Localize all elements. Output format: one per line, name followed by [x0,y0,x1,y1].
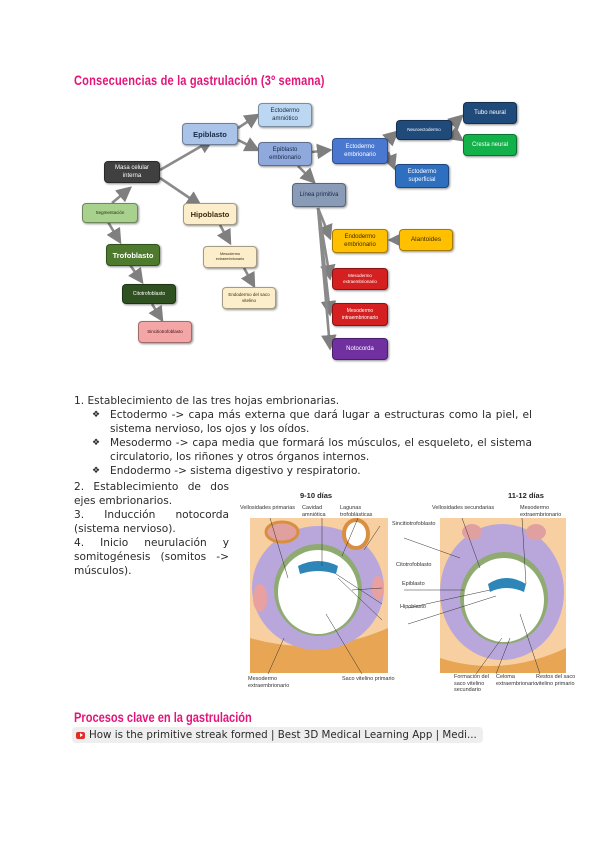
node-alantoides: Alantoides [399,229,453,251]
diamond-bullet-icon: ❖ [92,438,101,448]
label-day-9-10: 9-10 días [300,491,333,500]
label-saco-vitelino-primario: Saco vitelino primario [342,676,395,682]
arrow [159,138,215,172]
youtube-icon [76,731,85,739]
arrow [297,165,316,184]
node-ectodermo-amniotico: Ectodermo amniótico [258,103,312,127]
node-tubo-neural: Tubo neural [463,102,517,124]
bullet-endodermo: ❖Endodermo -> sistema digestivo y respir… [92,465,361,477]
label-day-11-12: 11-12 días [508,491,544,500]
node-ectodermo-superficial: Ectodermo superficial [395,164,449,188]
list-item-1: 1. Establecimiento de las tres hojas emb… [74,395,340,407]
node-endodermo-saco-vitelino: Endodermo del saco vitelino [222,287,276,309]
arrow [106,221,122,245]
node-cresta-neural: Cresta neural [463,134,517,156]
arrow [111,186,132,204]
node-trofoblasto: Trofoblasto [106,244,160,266]
label-vellosidades-secundarias: Vellosidades secundarias [432,505,495,511]
node-hipoblasto: Hipoblasto [183,203,237,225]
arrow [311,143,333,160]
arrow [446,126,465,142]
node-linea-primitiva: Línea primitiva [292,183,346,207]
bullet-mesodermo: ❖Mesodermo -> capa media que formará los… [92,437,532,463]
label-epiblasto: Epiblasto [402,581,425,587]
arrow [240,267,256,289]
label-hipoblasto: Hipoblasto [400,604,426,610]
list-item-2: 2. Establecimiento de dos ejes embrionar… [74,481,229,507]
node-mesodermo-extraembrionario: Mesodermo extraembrionario [332,268,388,290]
youtube-link-text[interactable]: How is the primitive streak formed | Bes… [89,729,477,741]
node-segmentacion: Segmentación [82,203,138,223]
label-citotrofoblasto: Citotrofoblasto [396,562,432,568]
label-vellosidades-primarias: Vellosidades primarias [240,505,296,511]
diamond-bullet-icon: ❖ [92,466,101,476]
gastrulation-concept-diagram: Masa celular interna Epiblasto Ectodermo… [0,0,600,380]
numbered-list-continued: 2. Establecimiento de dos ejes embrionar… [74,480,229,578]
arrow [382,130,399,147]
embryo-drawings [250,517,566,675]
label-formacion-saco-vitelino-secundario: Formación del saco vitelino secundario [454,674,489,693]
node-citotrofoblasto: Citotrofoblasto [122,284,176,304]
node-ectodermo-embrionario: Ectodermo embrionario [332,138,388,164]
label-lagunas-trofoblasticas: Lagunas trofoblásticas [340,505,373,518]
node-epiblasto: Epiblasto [182,123,238,145]
node-neuroectodermo: Neuroectodermo [396,120,452,140]
label-mesodermo-extraembrionario-top: Mesodermo extraembrionario [520,505,562,518]
arrow [159,176,203,207]
youtube-link-chip[interactable]: How is the primitive streak formed | Bes… [72,727,483,743]
node-epiblasto-embrionario: Epiblasto embrionario [258,142,312,166]
node-notocorda: Notocorda [332,338,388,360]
section-heading-procesos: Procesos clave en la gastrulación [74,710,252,725]
label-restos-saco-vitelino: Restos del saco vitelino primario [536,674,576,687]
arrow [382,151,397,171]
list-item-4: 4. Inicio neurulación y somitogénesis (s… [74,537,229,577]
diamond-bullet-icon: ❖ [92,410,101,420]
arrow [316,207,337,351]
bullet-list: ❖Ectodermo -> capa más externa que dará … [92,408,532,478]
arrow [216,224,232,246]
bullet-ectodermo: ❖Ectodermo -> capa más externa que dará … [92,409,532,435]
label-cavidad-amniotica: Cavidad amniótica [302,505,326,518]
section-heading-consecuencias: Consecuencias de la gastrulación (3º sem… [74,73,325,88]
arrow [148,303,164,323]
node-sincitiotrofoblasto: Sincitiotrofoblasto [138,321,192,343]
label-mesodermo-extraembrionario-bottom: Mesodermo extraembrionario [248,676,290,689]
arrow [447,114,464,131]
label-sincitiotrofoblasto: Sincitiotrofoblasto [392,521,436,527]
node-mesodermo-extraembrionario-hipoblasto: Mesodermo extraembrionario [203,246,257,268]
implantation-illustration: 9-10 días 11-12 días Vellosidades primar… [240,488,575,698]
arrow [237,137,261,152]
label-celoma-extraembrionario: Celoma extraembrionario [496,674,538,687]
node-mesodermo-intraembrionario: Mesodermo intraembrionario [332,303,388,326]
list-item-3: 3. Inducción notocorda (sistema nervioso… [74,509,229,535]
node-endodermo-embrionario: Endodermo embrionario [332,229,388,253]
arrow [237,113,261,130]
node-masa-celular-interna: Masa celular interna [104,161,160,183]
